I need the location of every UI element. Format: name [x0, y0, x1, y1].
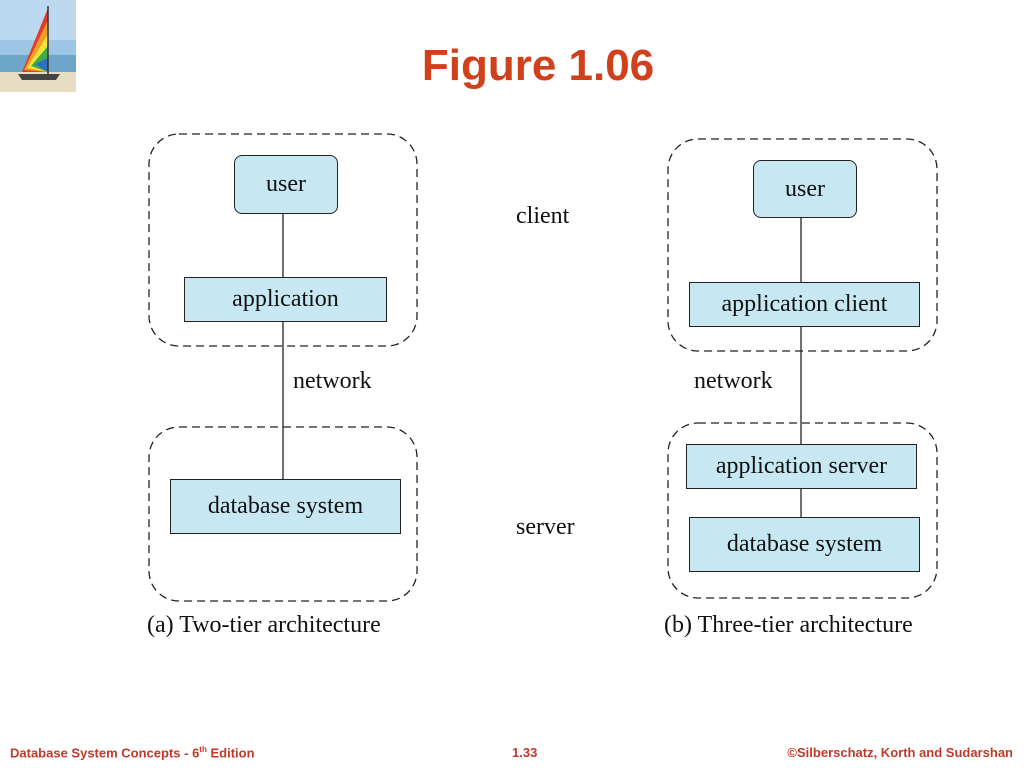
footer-edition-main: Database System Concepts - 6: [10, 745, 200, 761]
three-tier-application-client-box: application client: [689, 282, 920, 327]
two-tier-application-box: application: [184, 277, 387, 322]
two-tier-network-label: network: [293, 368, 372, 394]
three-tier-server-group: [667, 422, 938, 599]
three-tier-application-server-box: application server: [686, 444, 917, 489]
three-tier-client-group: [667, 138, 938, 352]
two-tier-user-box: user: [234, 155, 338, 214]
three-tier-database-box: database system: [689, 517, 920, 572]
server-tier-label: server: [516, 514, 575, 540]
footer-edition-tail: Edition: [206, 745, 255, 761]
footer-page-number: 1.33: [512, 745, 538, 760]
footer-edition: Database System Concepts - 6th Edition: [10, 745, 255, 760]
footer-copyright: ©Silberschatz, Korth and Sudarshan: [787, 745, 1013, 760]
sailboat-logo: [0, 0, 76, 92]
three-tier-network-label: network: [694, 368, 773, 394]
two-tier-caption: (a) Two-tier architecture: [147, 612, 381, 638]
three-tier-user-box: user: [753, 160, 857, 218]
two-tier-database-box: database system: [170, 479, 401, 534]
slide-title: Figure 1.06: [421, 41, 655, 90]
footer-edition-sup: th: [199, 745, 207, 754]
client-tier-label: client: [516, 203, 570, 229]
three-tier-caption: (b) Three-tier architecture: [664, 612, 913, 638]
two-tier-client-group: [148, 133, 418, 347]
